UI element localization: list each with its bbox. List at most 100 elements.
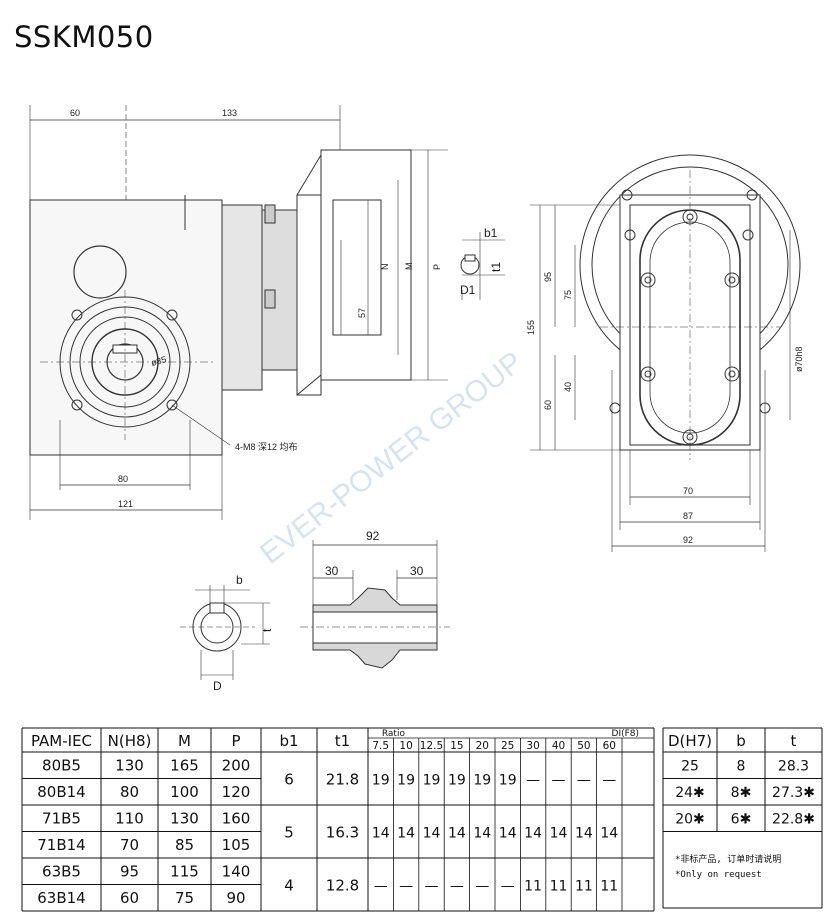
dim-80-bottom: 80 [118, 474, 128, 484]
dim-133: 133 [222, 108, 237, 118]
table-header-4: b1 [279, 732, 298, 750]
bore-cell-2-0: 20✱ [675, 811, 705, 827]
label-b: b [236, 573, 243, 587]
group-di-1-1: 14 [397, 826, 415, 842]
bore-header-2: t [791, 732, 797, 750]
group-di-0-5: 19 [499, 773, 517, 789]
dim-60-side: 60 [543, 400, 553, 410]
bore-cell-1-1: 8✱ [731, 785, 752, 801]
label-d1: D1 [460, 283, 476, 297]
side-view [530, 154, 801, 552]
dim-92-shaft: 92 [366, 529, 380, 543]
dim-70: 70 [683, 486, 693, 496]
group-di-1-7: 14 [550, 826, 568, 842]
table-cell-2-2: 130 [170, 809, 199, 827]
bore-cell-1-0: 24✱ [675, 785, 705, 801]
bore-cell-0-1: 8 [737, 758, 746, 774]
ratio-3: 15 [450, 740, 463, 752]
dim-30-left: 30 [325, 564, 339, 578]
ratio-label: Ratio [382, 729, 406, 739]
bore-cell-0-2: 28.3 [778, 758, 809, 774]
note-cn: *非标产品, 订单时请说明 [675, 853, 781, 865]
group-di-2-6: 11 [524, 879, 542, 895]
ratio-8: 50 [577, 740, 590, 752]
table-cell-5-2: 75 [175, 889, 194, 907]
ratio-2: 12.5 [420, 740, 443, 752]
hollow-shaft-view [300, 540, 450, 669]
group-t1-1: 16.3 [326, 824, 359, 842]
dim-30-right: 30 [410, 564, 424, 578]
group-di-0-2: 19 [423, 773, 441, 789]
group-di-2-8: 11 [575, 879, 593, 895]
bore-cell-2-2: 22.8✱ [772, 811, 815, 827]
ratio-1: 10 [399, 740, 412, 752]
table-cell-5-3: 90 [226, 889, 245, 907]
key-section-labels: b t D [213, 573, 274, 693]
group-di-0-4: 19 [473, 773, 491, 789]
ratio-0: 7.5 [372, 740, 389, 752]
bore-header-1: b [736, 732, 746, 750]
group-di-2-2: — [425, 879, 439, 895]
group-di-2-1: — [399, 879, 413, 895]
dim-40: 40 [563, 382, 573, 392]
table-cell-0-1: 130 [115, 756, 144, 774]
table-header-2: M [178, 732, 191, 750]
group-di-1-0: 14 [372, 826, 390, 842]
group-di-2-7: 11 [550, 879, 568, 895]
table-header-3: P [231, 732, 240, 750]
table-header-1: N(H8) [108, 732, 152, 750]
group-di-1-3: 14 [448, 826, 466, 842]
group-di-1-9: 14 [600, 826, 618, 842]
group-di-0-8: — [577, 773, 591, 789]
side-view-labels: 155 95 75 40 60 70 87 92 ø70h8 [526, 272, 804, 545]
table-header-5: t1 [335, 732, 350, 750]
key-section-view [180, 585, 270, 680]
group-di-0-1: 19 [397, 773, 415, 789]
dim-95: 95 [543, 272, 553, 282]
front-view-labels: 60 133 80 121 4-M8 深12 均布 ø85 N M P 57 b… [70, 108, 503, 509]
table-cell-2-1: 110 [115, 809, 144, 827]
group-t1-0: 21.8 [326, 771, 359, 789]
hole-note: 4-M8 深12 均布 [235, 441, 298, 452]
table-cell-3-0: 71B14 [37, 836, 85, 854]
group-di-0-6: — [526, 773, 540, 789]
bore-cell-2-1: 6✱ [731, 811, 752, 827]
group-b1-1: 5 [284, 824, 294, 842]
page-title: SSKM050 [14, 20, 154, 54]
bore-cell-1-2: 27.3✱ [772, 785, 815, 801]
group-b1-0: 6 [284, 771, 294, 789]
note-en: *Only on request [675, 870, 762, 880]
table-cell-4-0: 63B5 [42, 862, 81, 880]
label-57: 57 [357, 308, 367, 318]
table-cell-3-1: 70 [120, 836, 139, 854]
table-cell-5-1: 60 [120, 889, 139, 907]
group-di-1-4: 14 [473, 826, 491, 842]
table-cell-3-2: 85 [175, 836, 194, 854]
dim-121: 121 [118, 499, 133, 509]
hollow-shaft-labels: 92 30 30 [325, 529, 424, 578]
diameter-label: ø70h8 [794, 346, 804, 372]
table-cell-1-1: 80 [120, 783, 139, 801]
group-di-0-0: 19 [372, 773, 390, 789]
ratio-7: 40 [552, 740, 565, 752]
dim-155: 155 [526, 320, 536, 335]
table-cell-0-3: 200 [222, 756, 251, 774]
dim-60-top: 60 [70, 108, 80, 118]
bore-label: ø85 [150, 354, 168, 368]
label-d: D [213, 679, 222, 693]
ratio-6: 30 [526, 740, 539, 752]
bore-cell-0-0: 25 [681, 758, 699, 774]
table-cell-1-3: 120 [222, 783, 251, 801]
table-cell-2-0: 71B5 [42, 809, 81, 827]
group-di-1-6: 14 [524, 826, 542, 842]
di-label: DI(F8) [612, 729, 640, 739]
group-di-0-9: — [602, 773, 616, 789]
table-cell-2-3: 160 [222, 809, 251, 827]
group-t1-2: 12.8 [326, 877, 359, 895]
table-cell-4-1: 95 [120, 862, 139, 880]
ratio-4: 20 [476, 740, 489, 752]
group-di-2-0: — [374, 879, 388, 895]
group-di-2-4: — [475, 879, 489, 895]
